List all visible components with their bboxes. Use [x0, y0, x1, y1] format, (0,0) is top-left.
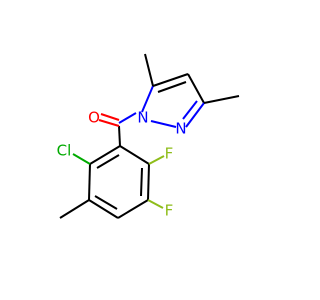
bond-c3-n2	[185, 102, 205, 128]
bond-c4-c3	[187, 73, 205, 104]
bond-aryl-methyl	[59, 199, 90, 219]
bond-ring-c	[117, 199, 149, 219]
bond-carbonyl-oxygen-b	[100, 113, 120, 121]
bond-c3-methyl	[203, 95, 240, 104]
atom-labels: O N N Cl F F	[57, 109, 187, 220]
bond-ring-e	[88, 163, 91, 201]
molecule-structure: O N N Cl F F	[57, 53, 240, 220]
bond-c3-n2-double	[182, 100, 198, 120]
bond-ring-d	[88, 199, 119, 219]
fluorine-lower-atom-label: F	[165, 202, 174, 220]
molecule-canvas: O N N Cl F F	[56, 53, 240, 220]
chlorine-atom-label: Cl	[57, 142, 72, 160]
bond-aryl-chlorine	[72, 153, 91, 165]
bond-c5-c4-double	[157, 81, 187, 93]
bond-aryl-fluorine-upper	[148, 155, 165, 165]
nitrogen-2-atom-label: N	[175, 120, 186, 138]
bond-aryl-fluorine-lower	[147, 199, 164, 209]
bond-n1-n2	[150, 120, 177, 128]
bond-carbonyl-oxygen-a	[98, 119, 120, 127]
bond-carbonyl-to-aryl	[118, 125, 121, 147]
bond-ring-b-double	[140, 167, 143, 197]
bond-c5-methyl	[144, 53, 154, 87]
bond-ring-d-double	[94, 195, 118, 210]
bond-ring-b	[147, 163, 150, 201]
nitrogen-1-atom-label: N	[137, 109, 148, 127]
fluorine-upper-atom-label: F	[165, 145, 174, 163]
bond-ring-a	[119, 145, 150, 165]
oxygen-atom-label: O	[88, 109, 100, 127]
bond-n1-c5	[141, 85, 154, 113]
bond-ring-f	[89, 145, 121, 165]
bond-c5-c4	[152, 73, 189, 87]
bond-carbonyl-to-n1	[118, 112, 137, 124]
bond-ring-f-double	[96, 154, 120, 169]
bond-lines	[59, 53, 240, 219]
